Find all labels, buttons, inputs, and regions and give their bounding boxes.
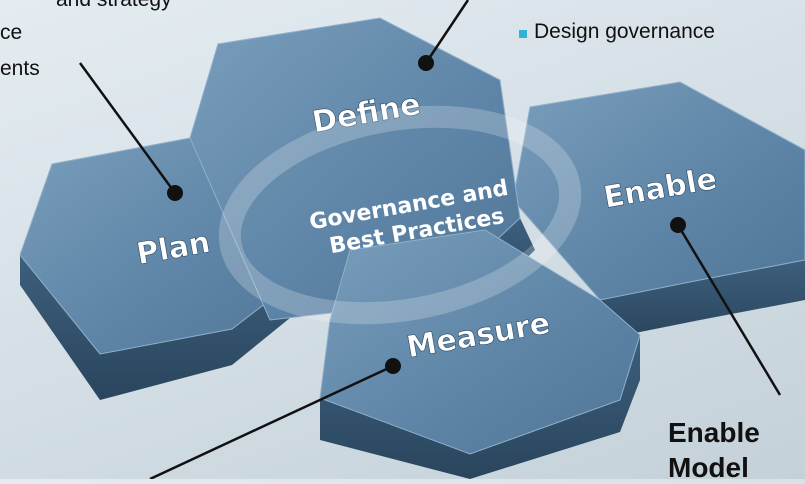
callout-top-left-line1: and strategy — [56, 0, 172, 12]
callout-top-left-line3: ents — [0, 57, 40, 80]
hex-measure-top — [319, 229, 641, 455]
hex-measure: Measure — [319, 229, 641, 479]
connector-measure — [149, 364, 394, 479]
hex-measure-side — [320, 335, 640, 479]
callout-connectors — [78, 0, 782, 479]
connector-dot-measure — [385, 358, 401, 374]
connector-dot-enable — [670, 217, 686, 233]
callout-bottom-right-line2: Model — [668, 452, 749, 483]
connector-dot-define — [418, 55, 434, 71]
hex-plan-side — [20, 255, 322, 400]
connector-plan — [78, 62, 177, 194]
hex-enable-top — [512, 81, 805, 301]
hex-enable-side — [600, 260, 805, 340]
connector-dot-plan — [167, 185, 183, 201]
callout-bottom-right-line1: Enable — [668, 417, 760, 448]
cycle-ring — [218, 105, 582, 325]
callout-top-left-line2: ce — [0, 21, 23, 44]
callout-top-right-bullet: Design governance — [534, 20, 715, 43]
hex-enable: Enable — [512, 81, 805, 340]
bullet-marker — [519, 30, 527, 38]
connector-enable — [676, 224, 782, 396]
connector-define — [424, 0, 470, 64]
